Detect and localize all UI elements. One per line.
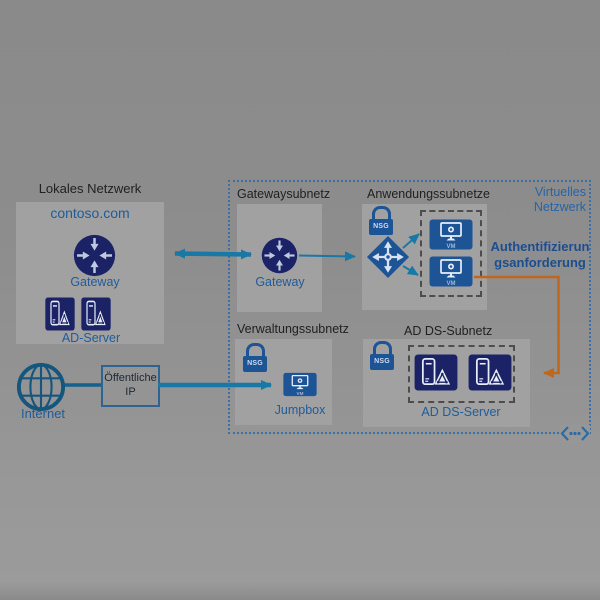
nsg-label: NSG: [369, 219, 393, 235]
auth-request-line1: Authentifizierun: [490, 239, 590, 254]
vm-icon: VM: [429, 219, 473, 250]
nsg-label: NSG: [370, 354, 394, 370]
local-gateway-icon: [73, 234, 116, 277]
public-ip-line1: Öffentliche: [104, 372, 157, 385]
public-ip-line2: IP: [125, 386, 136, 398]
virtual-network-title-line2: Netzwerk: [533, 200, 586, 214]
virtual-network-title: Virtuelles Netzwerk: [498, 185, 586, 215]
ad-server-icon: [45, 297, 75, 331]
application-subnet-title: Anwendungssubnetze: [367, 187, 491, 201]
internet-globe-icon: [16, 362, 66, 412]
ad-server-icon: [81, 297, 111, 331]
lock-shackle: [372, 341, 392, 355]
vm-label: VM: [297, 391, 304, 396]
nsg-lock-icon: NSG: [243, 343, 267, 372]
application-vm-group: [420, 210, 482, 297]
management-subnet-title: Verwaltungssubnetz: [237, 322, 349, 336]
gateway-subnet-title: Gatewaysubnetz: [237, 187, 331, 201]
jumpbox-vm-icon: VM: [283, 372, 317, 397]
vm-label: VM: [447, 244, 456, 250]
vnet-gateway-label: Gateway: [255, 275, 305, 289]
vm-icon: VM: [429, 256, 473, 287]
auth-request-annotation: Authentifizierun gsanforderung: [490, 239, 590, 272]
lock-shackle: [245, 343, 265, 357]
nsg-lock-icon: NSG: [369, 206, 393, 235]
lock-shackle: [371, 206, 391, 220]
public-ip-box: Öffentliche IP: [101, 365, 160, 407]
local-gateway-label: Gateway: [70, 275, 120, 289]
ad-ds-server-icon: [468, 354, 512, 391]
ad-ds-server-label: AD DS-Server: [421, 405, 501, 419]
vnet-gateway-icon: [261, 237, 298, 274]
internet-label: Internet: [20, 406, 66, 421]
load-balancer-icon: [366, 235, 410, 279]
vm-label: VM: [447, 281, 456, 287]
nsg-lock-icon: NSG: [370, 341, 394, 370]
nsg-label: NSG: [243, 356, 267, 372]
virtual-network-corner-icon: [560, 425, 590, 442]
ad-ds-subnet-title: AD DS-Subnetz: [404, 324, 493, 338]
ad-server-label: AD-Server: [61, 331, 121, 345]
auth-request-line2: gsanforderung: [494, 255, 586, 271]
local-network-title: Lokales Netzwerk: [38, 181, 142, 196]
virtual-network-boundary: [228, 180, 591, 434]
virtual-network-title-line1: Virtuelles: [534, 185, 586, 199]
jumpbox-label: Jumpbox: [274, 403, 326, 417]
local-domain-label: contoso.com: [50, 205, 130, 221]
ad-ds-server-icon: [414, 354, 458, 391]
